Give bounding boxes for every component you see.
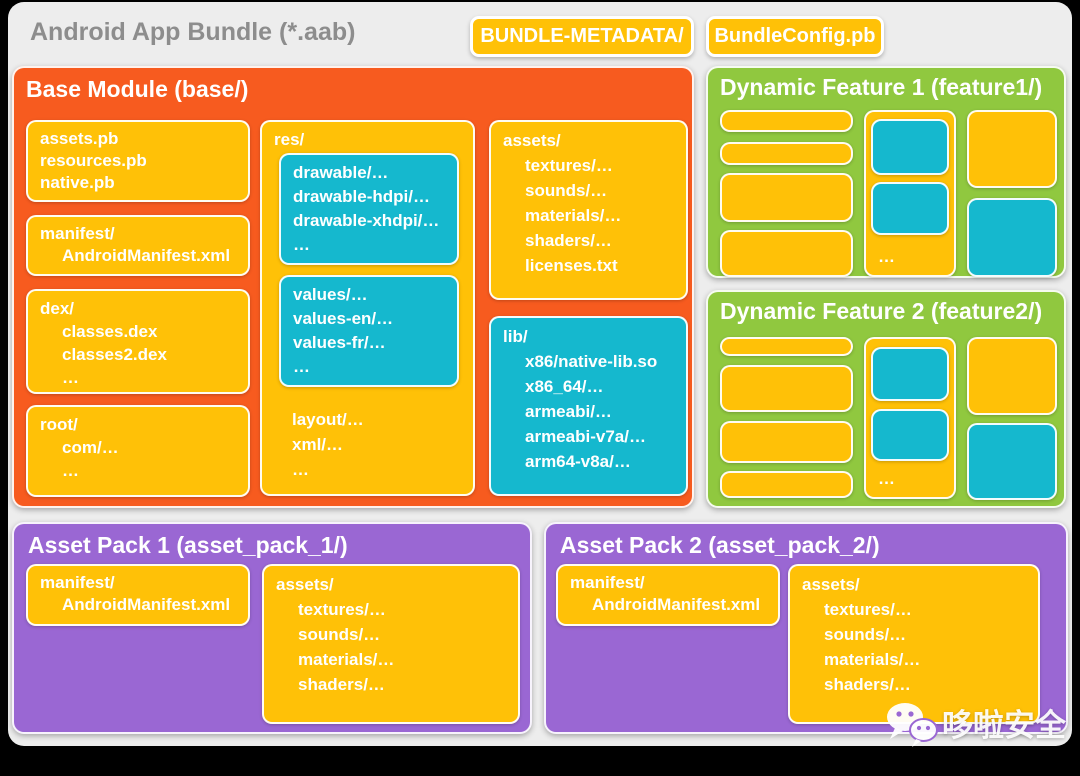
asset-pack-1-title: Asset Pack 1 (asset_pack_1/) bbox=[28, 532, 348, 558]
file-entry: classes.dex bbox=[62, 322, 158, 341]
folder-entry: assets/ bbox=[276, 575, 334, 594]
placeholder-box bbox=[720, 110, 853, 132]
placeholder-box bbox=[720, 142, 853, 165]
file-entry: classes2.dex bbox=[62, 345, 167, 364]
placeholder-box bbox=[967, 110, 1057, 188]
placeholder-box bbox=[720, 337, 853, 356]
folder-entry: values-en/… bbox=[293, 309, 394, 328]
folder-entry: manifest/ bbox=[40, 573, 115, 592]
base-manifest-box: manifest/ AndroidManifest.xml bbox=[26, 215, 250, 276]
placeholder-box bbox=[967, 337, 1057, 415]
more-entry: … bbox=[292, 460, 309, 479]
file-entry: native.pb bbox=[40, 173, 115, 192]
more-entry: … bbox=[293, 235, 310, 254]
placeholder-box bbox=[720, 421, 853, 463]
folder-entry: root/ bbox=[40, 415, 78, 434]
placeholder-box bbox=[720, 365, 853, 412]
folder-entry: sounds/… bbox=[525, 181, 608, 200]
more-entry: … bbox=[878, 469, 895, 488]
placeholder-box bbox=[871, 119, 949, 175]
folder-entry: drawable/… bbox=[293, 163, 389, 182]
folder-entry: sounds/… bbox=[298, 625, 381, 644]
folder-entry: armeabi/… bbox=[525, 402, 612, 421]
dynamic-feature-2-section: Dynamic Feature 2 (feature2/) … bbox=[706, 290, 1066, 508]
placeholder-box bbox=[720, 471, 853, 498]
placeholder-group-box: … bbox=[864, 337, 956, 499]
more-entry: … bbox=[293, 357, 310, 376]
folder-entry: x86_64/… bbox=[525, 377, 604, 396]
base-assets-box: assets/ textures/… sounds/… materials/… … bbox=[489, 120, 688, 300]
folder-entry: textures/… bbox=[525, 156, 613, 175]
folder-entry: materials/… bbox=[824, 650, 921, 669]
res-tail-entries: layout/… xml/… … bbox=[292, 407, 364, 482]
file-entry: x86/native-lib.so bbox=[525, 352, 658, 371]
base-dex-box: dex/ classes.dex classes2.dex … bbox=[26, 289, 250, 394]
file-entry: resources.pb bbox=[40, 151, 147, 170]
file-entry: licenses.txt bbox=[525, 256, 618, 275]
folder-entry: lib/ bbox=[503, 327, 528, 346]
more-entry: … bbox=[62, 368, 79, 387]
dynamic-feature-1-section: Dynamic Feature 1 (feature1/) … bbox=[706, 66, 1066, 278]
folder-entry: drawable-hdpi/… bbox=[293, 187, 430, 206]
asset-pack-1-section: Asset Pack 1 (asset_pack_1/) manifest/ A… bbox=[12, 522, 532, 734]
folder-entry: materials/… bbox=[298, 650, 395, 669]
res-values-box: values/… values-en/… values-fr/… … bbox=[279, 275, 459, 387]
asset-pack-1-assets-box: assets/ textures/… sounds/… materials/… … bbox=[262, 564, 520, 724]
wechat-icon bbox=[886, 700, 938, 756]
res-drawable-box: drawable/… drawable-hdpi/… drawable-xhdp… bbox=[279, 153, 459, 265]
base-module-section: Base Module (base/) assets.pb resources.… bbox=[12, 66, 694, 508]
file-entry: AndroidManifest.xml bbox=[62, 595, 231, 614]
page-title: Android App Bundle (*.aab) bbox=[30, 18, 356, 46]
placeholder-box bbox=[720, 230, 853, 277]
folder-entry: assets/ bbox=[802, 575, 860, 594]
folder-label: res/ bbox=[274, 130, 305, 149]
dynamic-feature-1-title: Dynamic Feature 1 (feature1/) bbox=[720, 74, 1043, 100]
folder-entry: manifest/ bbox=[40, 224, 115, 243]
file-entry: assets.pb bbox=[40, 129, 119, 148]
folder-entry: materials/… bbox=[525, 206, 622, 225]
asset-pack-2-manifest-box: manifest/ AndroidManifest.xml bbox=[556, 564, 780, 626]
more-entry: … bbox=[878, 247, 895, 266]
asset-pack-1-manifest-box: manifest/ AndroidManifest.xml bbox=[26, 564, 250, 626]
placeholder-box bbox=[720, 173, 853, 222]
folder-entry: values/… bbox=[293, 285, 368, 304]
folder-entry: com/… bbox=[62, 438, 119, 457]
more-entry: … bbox=[62, 461, 79, 480]
folder-entry: textures/… bbox=[824, 600, 912, 619]
base-module-title: Base Module (base/) bbox=[26, 76, 249, 102]
file-entry: AndroidManifest.xml bbox=[62, 246, 231, 265]
folder-entry: manifest/ bbox=[570, 573, 645, 592]
folder-entry: armeabi-v7a/… bbox=[525, 427, 646, 446]
bundle-metadata-chip: BUNDLE-METADATA/ bbox=[470, 16, 694, 57]
placeholder-box bbox=[871, 409, 949, 461]
folder-entry: shaders/… bbox=[525, 231, 612, 250]
base-lib-box: lib/ x86/native-lib.so x86_64/… armeabi/… bbox=[489, 316, 688, 496]
folder-entry: values-fr/… bbox=[293, 333, 386, 352]
folder-entry: xml/… bbox=[292, 435, 344, 454]
folder-entry: dex/ bbox=[40, 299, 75, 318]
folder-entry: layout/… bbox=[292, 410, 364, 429]
watermark-text: 哆啦安全 bbox=[942, 708, 1066, 743]
asset-pack-2-section: Asset Pack 2 (asset_pack_2/) manifest/ A… bbox=[544, 522, 1068, 734]
folder-entry: drawable-xhdpi/… bbox=[293, 211, 440, 230]
placeholder-box bbox=[967, 198, 1057, 277]
folder-entry: assets/ bbox=[503, 131, 561, 150]
bundle-config-chip: BundleConfig.pb bbox=[706, 16, 884, 57]
folder-entry: textures/… bbox=[298, 600, 386, 619]
folder-entry: sounds/… bbox=[824, 625, 907, 644]
folder-entry: shaders/… bbox=[298, 675, 385, 694]
base-pb-files-box: assets.pb resources.pb native.pb bbox=[26, 120, 250, 202]
watermark: 哆啦安全 bbox=[886, 700, 1066, 756]
base-res-box: res/ drawable/… drawable-hdpi/… drawable… bbox=[260, 120, 475, 496]
placeholder-box bbox=[871, 182, 949, 235]
dynamic-feature-2-title: Dynamic Feature 2 (feature2/) bbox=[720, 298, 1043, 324]
file-entry: AndroidManifest.xml bbox=[592, 595, 761, 614]
folder-entry: shaders/… bbox=[824, 675, 911, 694]
placeholder-box bbox=[871, 347, 949, 401]
folder-entry: arm64-v8a/… bbox=[525, 452, 631, 471]
placeholder-group-box: … bbox=[864, 110, 956, 277]
base-root-box: root/ com/… … bbox=[26, 405, 250, 497]
placeholder-box bbox=[967, 423, 1057, 500]
asset-pack-2-title: Asset Pack 2 (asset_pack_2/) bbox=[560, 532, 880, 558]
